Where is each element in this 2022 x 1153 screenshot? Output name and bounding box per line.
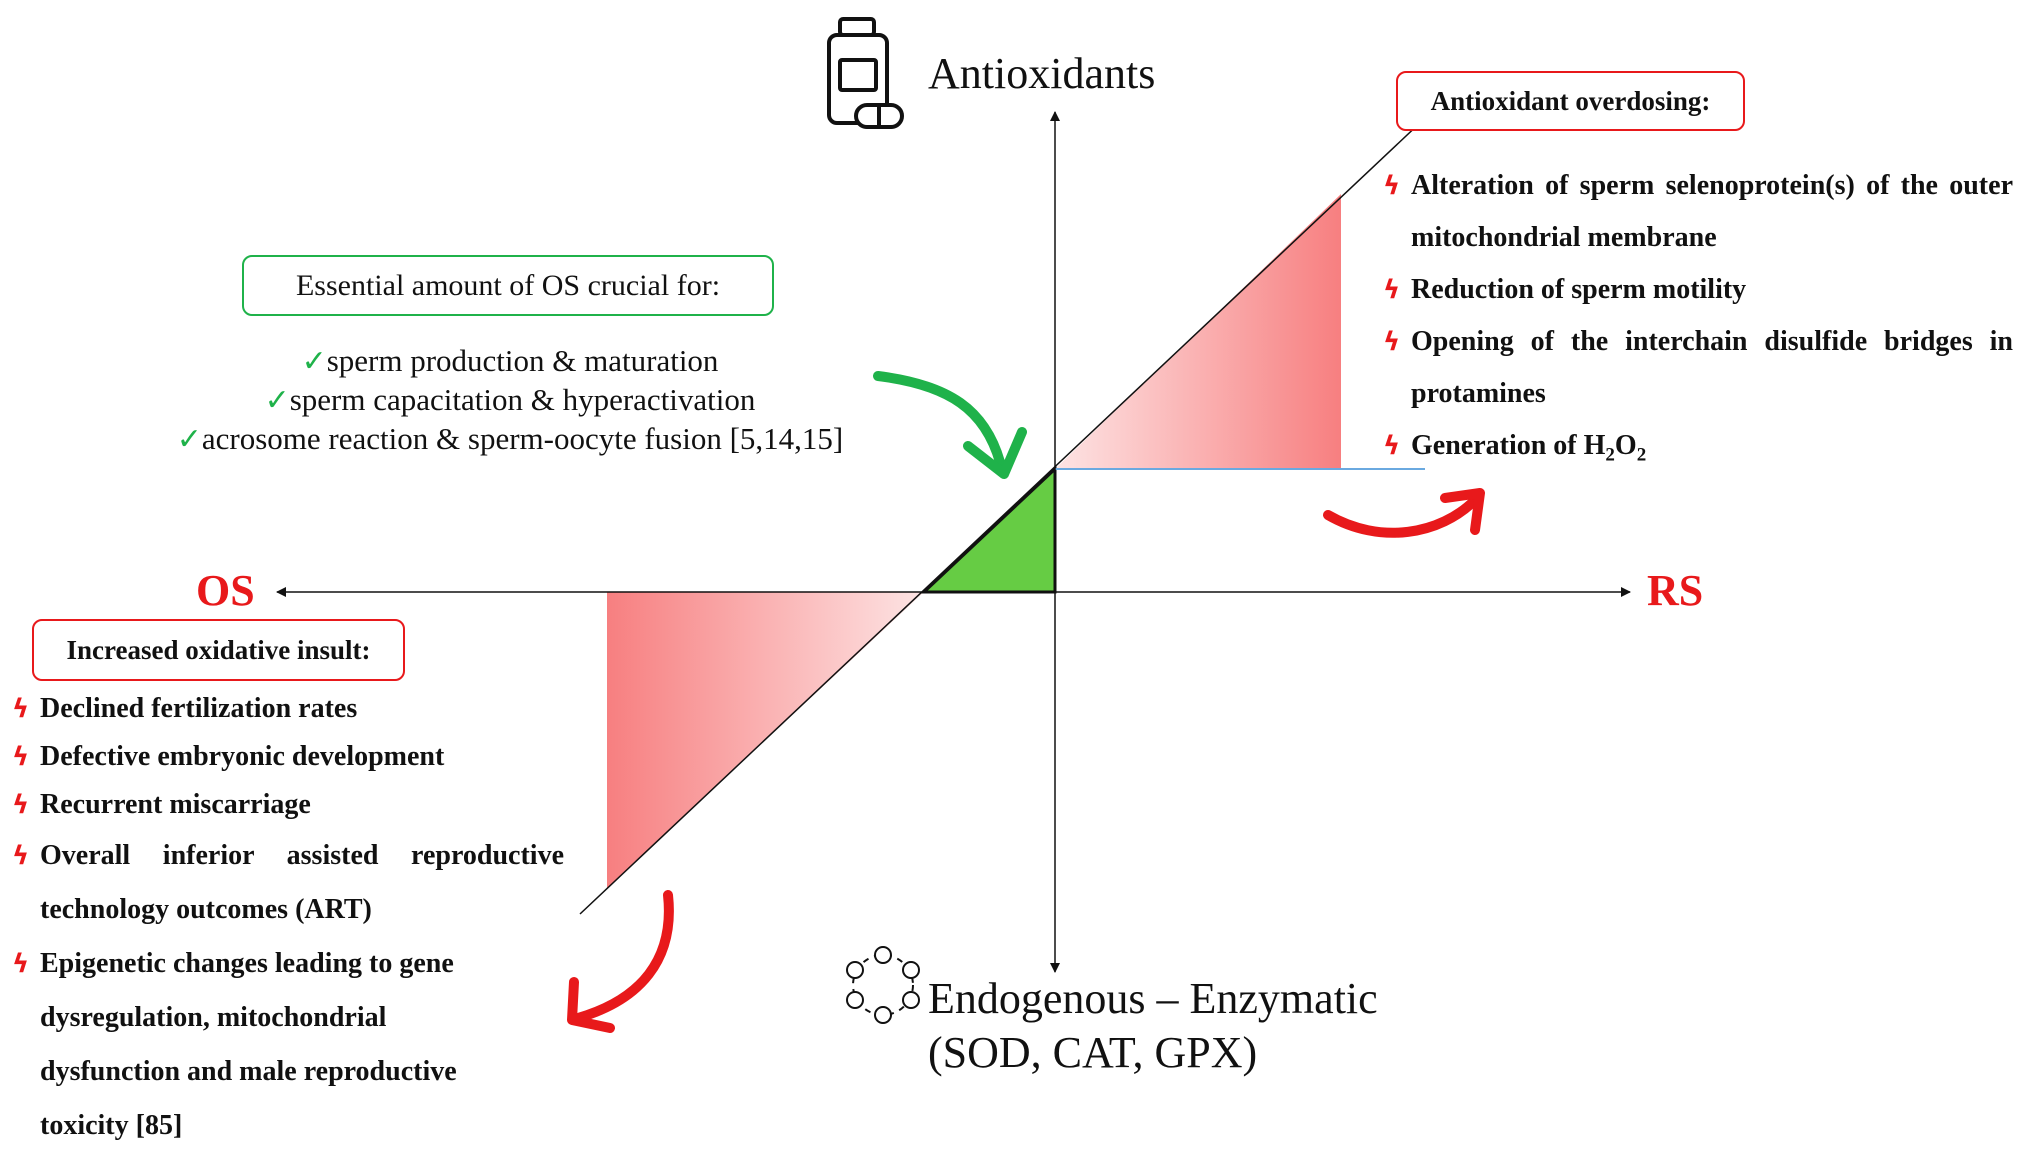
oxidative-title-box: Increased oxidative insult: [32, 619, 405, 681]
red-arrowhead-left [567, 977, 615, 1033]
axis-label-antioxidants: Antioxidants [928, 49, 1156, 98]
lightning-bolt-icon: ϟ [1383, 327, 1401, 357]
essential-title: Essential amount of OS crucial for: [295, 268, 721, 302]
axis-label-endogenous-line2: (SOD, CAT, GPX) [928, 1028, 1258, 1077]
red-curved-arrow-right [1323, 495, 1480, 538]
lightning-bolt-icon: ϟ [1383, 431, 1401, 461]
balance-diagonal [579, 103, 1441, 915]
red-curved-arrow-left [573, 890, 674, 1023]
essential-item: ✓sperm production & maturation [120, 342, 900, 381]
check-icon: ✓ [301, 344, 327, 379]
lightning-bolt-icon: ϟ [12, 694, 30, 724]
lightning-bolt-icon: ϟ [1383, 275, 1401, 305]
lightning-bolt-icon: ϟ [12, 790, 30, 820]
essential-list: ✓sperm production & maturation ✓sperm ca… [120, 342, 900, 459]
check-icon: ✓ [264, 383, 290, 418]
balance-zone [920, 465, 1057, 594]
essential-title-box: Essential amount of OS crucial for: [242, 255, 774, 316]
essential-item-text: sperm capacitation & hyperactivation [289, 382, 756, 417]
pole-rs: RS [1647, 566, 1704, 615]
overdosing-title: Antioxidant overdosing: [1430, 85, 1711, 116]
essential-item-text: sperm production & maturation [326, 343, 719, 378]
lightning-bolt-icon: ϟ [12, 949, 30, 979]
overdosing-title-box: Antioxidant overdosing: [1396, 71, 1745, 131]
essential-item: ✓acrosome reaction & sperm-oocyte fusion… [120, 420, 900, 459]
essential-item: ✓sperm capacitation & hyperactivation [120, 381, 900, 420]
enzyme-ring-icon [846, 946, 920, 1024]
axis-label-endogenous: Endogenous – Enzymatic (SOD, CAT, GPX) [928, 972, 1378, 1080]
pole-os: OS [196, 566, 255, 615]
essential-item-text: acrosome reaction & sperm-oocyte fusion … [201, 421, 844, 456]
supplement-bottle-icon [827, 17, 904, 129]
axis-label-endogenous-line1: Endogenous – Enzymatic [928, 974, 1378, 1023]
lightning-bolt-icon: ϟ [1383, 171, 1401, 201]
green-arrowhead [963, 427, 1027, 479]
oxidative-title: Increased oxidative insult: [66, 634, 371, 665]
check-icon: ✓ [176, 422, 202, 457]
lightning-bolt-icon: ϟ [12, 742, 30, 772]
green-curved-arrow [873, 371, 1005, 467]
lightning-bolt-icon: ϟ [12, 841, 30, 871]
red-arrowhead-right [1440, 488, 1485, 535]
